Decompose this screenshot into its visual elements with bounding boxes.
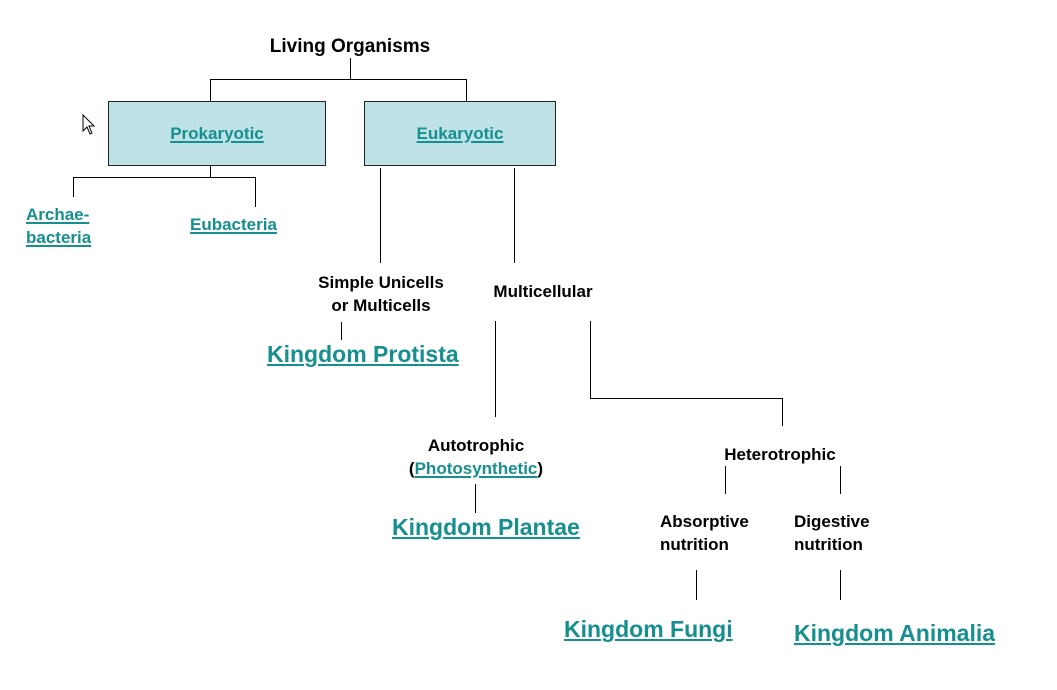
paren-open: ( bbox=[408, 459, 415, 478]
connector-line bbox=[210, 79, 211, 101]
connector-line bbox=[350, 58, 351, 79]
eukaryotic-link[interactable]: Eukaryotic bbox=[416, 123, 504, 143]
digestive-line1: Digestive bbox=[794, 512, 870, 531]
kingdom-protista-node: Kingdom Protista bbox=[267, 343, 459, 366]
absorptive-label: Absorptive nutrition bbox=[660, 510, 749, 556]
autotrophic-label: Autotrophic (Photosynthetic) bbox=[395, 434, 557, 480]
connector-line bbox=[210, 79, 466, 80]
simple-cells-line1: Simple Unicells bbox=[318, 273, 444, 292]
kingdom-plantae-node: Kingdom Plantae bbox=[392, 516, 580, 539]
kingdom-plantae-link[interactable]: Kingdom Plantae bbox=[392, 514, 580, 540]
multicellular-label: Multicellular bbox=[493, 282, 593, 301]
connector-line bbox=[466, 79, 467, 101]
archaebacteria-node: Archae- bacteria bbox=[26, 203, 91, 249]
autotrophic-text: Autotrophic bbox=[427, 436, 525, 455]
connector-line bbox=[495, 321, 496, 417]
paren-close: ) bbox=[537, 459, 544, 478]
digestive-label: Digestive nutrition bbox=[794, 510, 870, 556]
connector-line bbox=[73, 177, 74, 197]
connector-line bbox=[590, 398, 783, 399]
kingdom-animalia-node: Kingdom Animalia bbox=[794, 622, 995, 645]
heterotrophic-label: Heterotrophic bbox=[724, 445, 836, 464]
connector-line bbox=[380, 168, 381, 263]
simple-cells-label: Simple Unicells or Multicells bbox=[300, 271, 462, 317]
eukaryotic-box: Eukaryotic bbox=[364, 101, 556, 166]
connector-line bbox=[840, 466, 841, 494]
simple-cells-line2: or Multicells bbox=[331, 296, 431, 315]
connector-line bbox=[725, 466, 726, 494]
connector-line bbox=[696, 570, 697, 600]
eubacteria-link[interactable]: Eubacteria bbox=[190, 215, 277, 234]
connector-line bbox=[590, 321, 591, 398]
absorptive-line1: Absorptive bbox=[660, 512, 749, 531]
kingdom-animalia-link[interactable]: Kingdom Animalia bbox=[794, 620, 996, 646]
kingdom-protista-link[interactable]: Kingdom Protista bbox=[267, 341, 459, 367]
absorptive-line2: nutrition bbox=[660, 535, 729, 554]
mouse-pointer-icon bbox=[82, 114, 96, 135]
prokaryotic-link[interactable]: Prokaryotic bbox=[170, 123, 264, 143]
digestive-line2: nutrition bbox=[794, 535, 863, 554]
eubacteria-node: Eubacteria bbox=[190, 213, 277, 236]
photosynthetic-link[interactable]: Photosynthetic bbox=[414, 459, 538, 478]
archaebacteria-link[interactable]: Archae- bbox=[26, 205, 90, 224]
connector-line bbox=[255, 177, 256, 207]
prokaryotic-box: Prokaryotic bbox=[108, 101, 326, 166]
archaebacteria-link-line2[interactable]: bacteria bbox=[26, 228, 92, 247]
kingdom-fungi-node: Kingdom Fungi bbox=[564, 618, 733, 641]
connector-line bbox=[840, 570, 841, 600]
connector-line bbox=[514, 168, 515, 263]
connector-line bbox=[475, 484, 476, 513]
connector-line bbox=[73, 177, 256, 178]
diagram-title: Living Organisms bbox=[269, 36, 431, 57]
kingdom-fungi-link[interactable]: Kingdom Fungi bbox=[564, 616, 733, 642]
connector-line bbox=[210, 166, 211, 178]
connector-line bbox=[341, 322, 342, 340]
connector-line bbox=[782, 398, 783, 426]
